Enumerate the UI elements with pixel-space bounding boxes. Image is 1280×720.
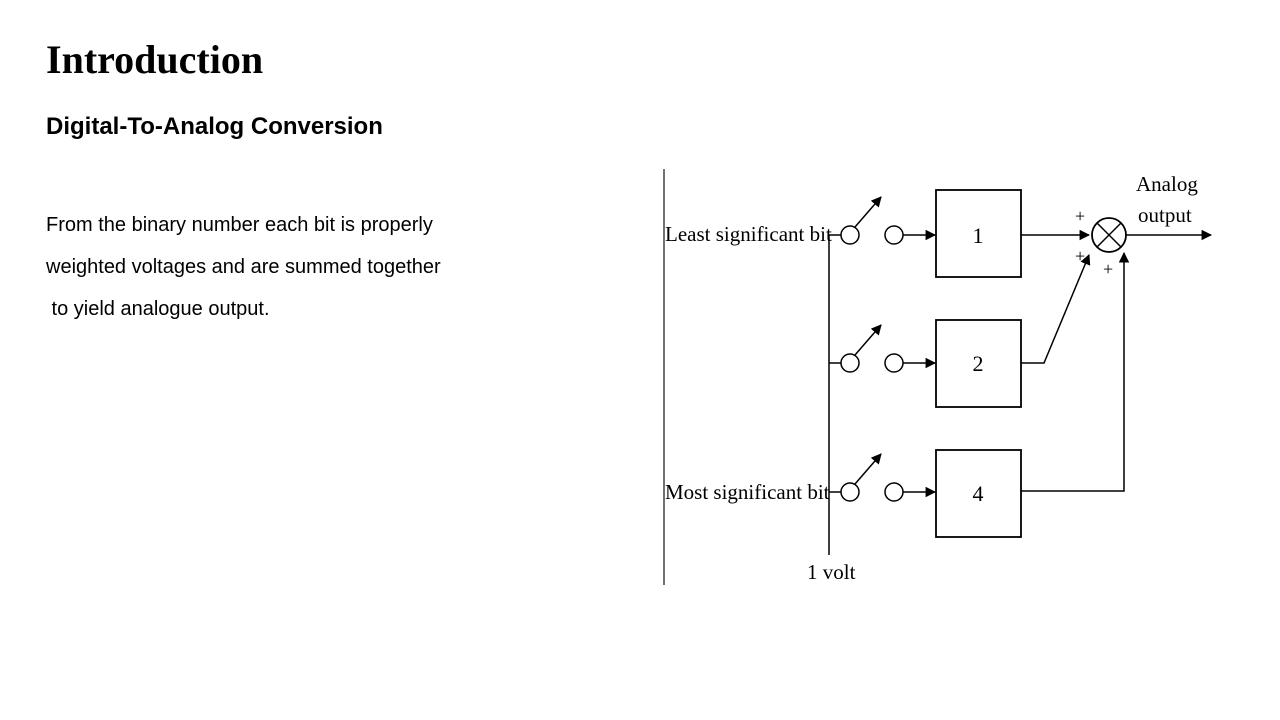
weight-block-2 (935, 319, 1022, 408)
plus-sign-1: + (1075, 206, 1085, 226)
weight-block-1-label: 1 (973, 223, 984, 248)
block-3-output-line (1021, 251, 1130, 492)
switch-1 (840, 196, 937, 245)
source-label: 1 volt (807, 560, 856, 584)
output-label-line-1: Analog (1136, 172, 1198, 196)
body-paragraph: From the binary number each bit is prope… (46, 204, 441, 330)
switch-3 (840, 453, 937, 502)
weight-block-3-label: 4 (973, 481, 984, 506)
summing-junction-icon (1091, 217, 1127, 253)
output-label-line-2: output (1138, 203, 1192, 227)
plus-sign-2: + (1075, 246, 1085, 266)
block-2-output-line (1021, 254, 1091, 364)
dac-diagram-svg: Least significant bit Most significant b… (663, 169, 1213, 585)
dac-diagram: Least significant bit Most significant b… (663, 169, 1215, 585)
weight-block-3 (935, 449, 1022, 538)
lsb-label: Least significant bit (665, 222, 832, 246)
page-title: Introduction (46, 37, 264, 82)
switch-2 (840, 324, 937, 373)
weight-block-1 (935, 189, 1022, 278)
body-line-1: From the binary number each bit is prope… (46, 214, 433, 236)
weight-block-2-label: 2 (973, 351, 984, 376)
body-line-2: weighted voltages and are summed togethe… (46, 256, 441, 278)
msb-label: Most significant bit (665, 480, 830, 504)
plus-sign-3: + (1103, 259, 1113, 279)
body-line-3: to yield analogue output. (46, 298, 270, 320)
page-subtitle: Digital-To-Analog Conversion (46, 113, 383, 140)
